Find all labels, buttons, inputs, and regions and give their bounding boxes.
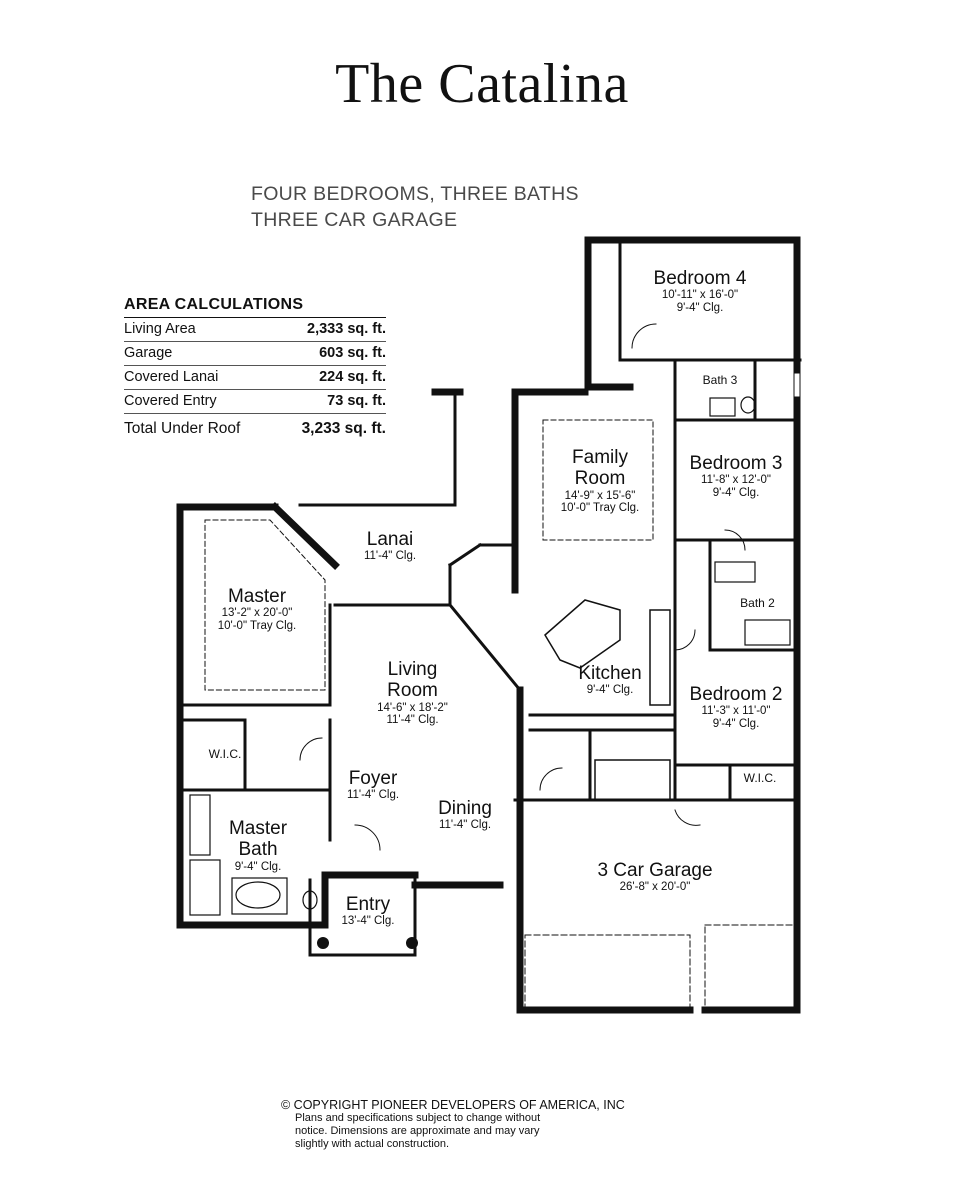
room-bedroom-4: Bedroom 4 10'-11" x 16'-0" 9'-4" Clg. — [630, 268, 770, 315]
room-ceiling: 9'-4" Clg. — [676, 302, 724, 315]
room-foyer: Foyer 11'-4" Clg. — [333, 768, 413, 802]
room-ceiling: 10'-0" Tray Clg. — [560, 502, 640, 515]
area-value: 73 sq. ft. — [327, 393, 386, 409]
area-value: 224 sq. ft. — [319, 369, 386, 385]
room-bedroom-3: Bedroom 3 11'-8" x 12'-0" 9'-4" Clg. — [675, 453, 797, 500]
room-dimensions: 13'-2" x 20'-0" — [221, 607, 293, 620]
room-ceiling: 9'-4" Clg. — [712, 718, 760, 731]
room-kitchen: Kitchen 9'-4" Clg. — [565, 663, 655, 697]
area-calculations-table: AREA CALCULATIONS Living Area 2,333 sq. … — [124, 296, 386, 442]
room-master-wic: W.I.C. — [208, 747, 242, 761]
room-name-line-1: Master — [228, 818, 288, 839]
room-entry: Entry 13'-4" Clg. — [328, 894, 408, 928]
room-dimensions: 14'-9" x 15'-6" — [564, 489, 636, 502]
windows — [176, 236, 801, 889]
area-label: Living Area — [124, 321, 196, 337]
room-ceiling: 9'-4" Clg. — [712, 487, 760, 500]
room-name: Master — [227, 586, 287, 607]
room-name: Bedroom 3 — [689, 453, 783, 474]
tray-ceiling-outlines — [204, 419, 654, 691]
room-master: Master 13'-2" x 20'-0" 10'-0" Tray Clg. — [197, 586, 317, 633]
room-dimensions: 11'-8" x 12'-0" — [701, 474, 771, 487]
room-dining: Dining 11'-4" Clg. — [420, 798, 510, 832]
room-bath-3: Bath 3 — [702, 373, 738, 387]
room-master-bath: Master Bath 9'-4" Clg. — [218, 818, 298, 873]
room-name-line-1: Family — [572, 447, 628, 468]
area-label: Garage — [124, 345, 173, 361]
area-value: 603 sq. ft. — [319, 345, 386, 361]
area-row: Covered Lanai 224 sq. ft. — [124, 366, 386, 390]
area-total-row: Total Under Roof 3,233 sq. ft. — [124, 414, 386, 442]
room-ceiling: 9'-4" Clg. — [234, 860, 282, 873]
garage-doors — [524, 924, 796, 1011]
room-ceiling: 11'-4" Clg. — [363, 550, 417, 563]
copyright-line-2: Plans and specifications subject to chan… — [295, 1112, 541, 1124]
room-name: Foyer — [348, 768, 398, 789]
room-ceiling: 9'-4" Clg. — [586, 684, 634, 697]
copyright-notice: © COPYRIGHT PIONEER DEVELOPERS OF AMERIC… — [281, 1099, 625, 1151]
entry-column — [406, 937, 418, 949]
room-name-line-2: Room — [574, 468, 626, 490]
area-label: Covered Entry — [124, 393, 217, 409]
area-value: 2,333 sq. ft. — [307, 321, 386, 337]
room-ceiling: 11'-4" Clg. — [438, 819, 492, 832]
area-row: Living Area 2,333 sq. ft. — [124, 318, 386, 342]
room-bedroom-2: Bedroom 2 11'-3" x 11'-0" 9'-4" Clg. — [675, 684, 797, 731]
plan-title: The Catalina — [335, 53, 629, 115]
area-row: Covered Entry 73 sq. ft. — [124, 390, 386, 414]
copyright-line-1: © COPYRIGHT PIONEER DEVELOPERS OF AMERIC… — [281, 1098, 625, 1112]
subtitle-line-1: FOUR BEDROOMS, THREE BATHS — [251, 183, 579, 205]
room-lanai: Lanai 11'-4" Clg. — [345, 529, 435, 563]
room-name-line-2: Bath — [238, 839, 278, 861]
room-dimensions: 26'-8" x 20'-0" — [619, 881, 691, 894]
copyright-line-4: slightly with actual construction. — [295, 1138, 450, 1150]
copyright-line-3: notice. Dimensions are approximate and m… — [295, 1125, 540, 1137]
room-3-car-garage: 3 Car Garage 26'-8" x 20'-0" — [575, 860, 735, 894]
room-ceiling: 11'-4" Clg. — [386, 714, 439, 727]
room-name: Bedroom 2 — [689, 684, 783, 705]
room-bedroom-2-wic: W.I.C. — [743, 771, 777, 785]
entry-column — [317, 937, 329, 949]
area-calculations-heading: AREA CALCULATIONS — [124, 296, 386, 318]
kitchen-island — [544, 599, 671, 801]
room-name-line-2: Room — [387, 680, 438, 702]
area-label: Covered Lanai — [124, 369, 219, 385]
room-dimensions: 11'-3" x 11'-0" — [701, 705, 771, 718]
room-ceiling: 13'-4" Clg. — [341, 915, 395, 928]
area-row: Garage 603 sq. ft. — [124, 342, 386, 366]
room-living-room: Living Room 14'-6" x 18'-2" 11'-4" Clg. — [350, 659, 475, 727]
room-name: Entry — [345, 894, 391, 915]
door-swings — [299, 323, 746, 851]
room-name: 3 Car Garage — [597, 860, 713, 881]
room-name: Dining — [438, 798, 492, 819]
subtitle-line-2: THREE CAR GARAGE — [251, 209, 458, 231]
room-ceiling: 11'-4" Clg. — [346, 789, 400, 802]
room-name: Kitchen — [578, 663, 642, 684]
area-total-label: Total Under Roof — [124, 420, 241, 437]
room-dimensions: 10'-11" x 16'-0" — [661, 289, 739, 302]
room-ceiling: 10'-0" Tray Clg. — [217, 620, 297, 633]
room-name: Lanai — [366, 529, 414, 550]
room-family-room: Family Room 14'-9" x 15'-6" 10'-0" Tray … — [540, 447, 660, 515]
room-dimensions: 14'-6" x 18'-2" — [377, 701, 448, 714]
room-bath-2: Bath 2 — [740, 596, 775, 610]
room-name: Bedroom 4 — [653, 268, 747, 289]
area-total-value: 3,233 sq. ft. — [301, 420, 386, 437]
bath-fixtures — [189, 396, 791, 916]
room-name-line-1: Living — [387, 659, 438, 680]
